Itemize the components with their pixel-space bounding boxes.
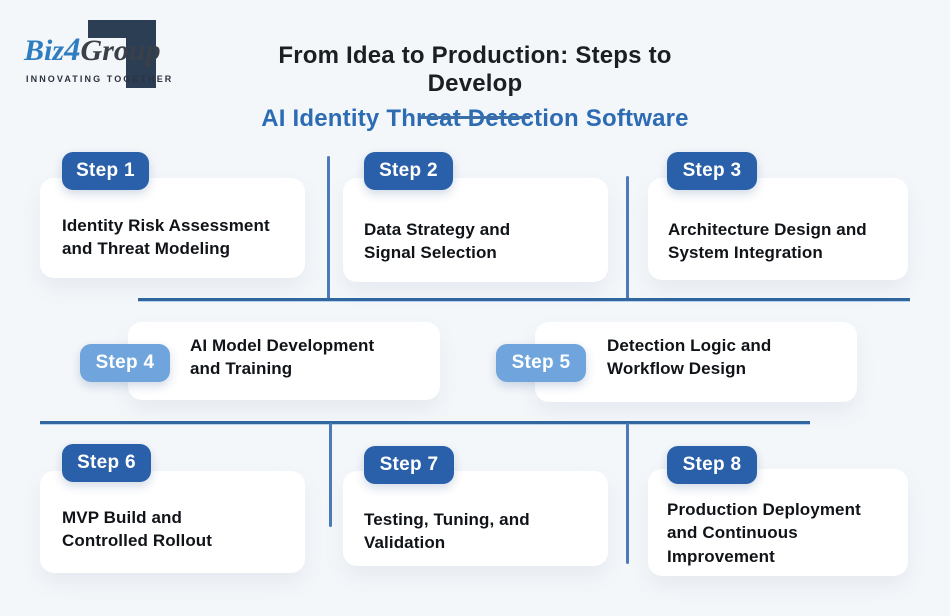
step-3-description: Architecture Design and System Integrati… — [668, 218, 867, 265]
step-7-description-line-2: Validation — [364, 533, 446, 553]
logo-word-group: Group — [80, 34, 161, 67]
step-2-description-line-1: Data Strategy and — [364, 220, 511, 239]
row-divider-1 — [138, 298, 910, 301]
step-1-description-line-2: and Threat Modeling — [62, 239, 231, 259]
step-6-description: MVP Build and Controlled Rollout — [62, 506, 212, 553]
step-7-description: Testing, Tuning, and Validation — [364, 508, 530, 555]
logo-tagline: INNOVATING TOGETHER — [26, 74, 174, 84]
column-divider-1 — [327, 156, 330, 300]
step-4-card — [128, 322, 440, 400]
step-4-badge: Step 4 — [80, 344, 170, 382]
step-2-description: Data Strategy and Signal Selection — [364, 218, 510, 265]
step-7-card — [343, 471, 608, 566]
step-4-description-line-1: AI Model Development — [190, 336, 375, 355]
biz4group-logo: Biz4Group INNOVATING TOGETHER — [0, 0, 200, 110]
step-8-description: Production Deployment and Continuous Imp… — [667, 498, 861, 568]
step-3-description-line-2: System Integration — [668, 243, 823, 263]
logo-wordmark: Biz4Group — [24, 34, 161, 67]
step-3-card — [648, 178, 908, 280]
step-6-description-line-2: Controlled Rollout — [62, 531, 213, 551]
step-8-description-line-1: Production Deployment — [667, 500, 861, 519]
title-line-2: AI Identity Threat Detection Software — [261, 105, 689, 132]
column-divider-3 — [329, 423, 332, 527]
row-divider-2 — [40, 421, 810, 424]
step-4-description-line-2: and Training — [190, 359, 293, 379]
step-6-card — [40, 471, 305, 573]
step-1-description: Identity Risk Assessment and Threat Mode… — [62, 214, 270, 261]
step-3-description-line-1: Architecture Design and — [668, 220, 867, 239]
step-2-description-line-2: Signal Selection — [364, 243, 497, 263]
step-2-card — [343, 178, 608, 282]
column-divider-2 — [626, 176, 629, 300]
logo-word-biz: Biz — [24, 34, 65, 67]
title-underline — [420, 116, 530, 119]
step-8-description-line-2: and Continuous — [667, 523, 798, 543]
step-1-description-line-1: Identity Risk Assessment — [62, 216, 270, 235]
step-8-badge: Step 8 — [667, 446, 757, 484]
logo-bracket-notch — [88, 38, 126, 88]
page-title: From Idea to Production: Steps to Develo… — [230, 42, 720, 133]
step-5-description-line-1: Detection Logic and — [607, 336, 772, 355]
step-1-card — [40, 178, 305, 278]
logo-digit-4: 4 — [64, 32, 81, 68]
step-1-badge: Step 1 — [62, 152, 149, 190]
step-6-badge: Step 6 — [62, 444, 151, 482]
step-7-description-line-1: Testing, Tuning, and — [364, 510, 530, 529]
column-divider-4 — [626, 423, 629, 564]
step-7-badge: Step 7 — [364, 446, 454, 484]
step-3-badge: Step 3 — [667, 152, 757, 190]
step-5-badge: Step 5 — [496, 344, 586, 382]
step-5-card — [535, 322, 857, 402]
step-8-description-line-3: Improvement — [667, 546, 775, 566]
step-5-description-line-2: Workflow Design — [607, 359, 747, 379]
step-4-description: AI Model Development and Training — [190, 334, 374, 381]
step-6-description-line-1: MVP Build and — [62, 508, 182, 527]
step-5-description: Detection Logic and Workflow Design — [607, 334, 771, 381]
title-line-1: From Idea to Production: Steps to Develo… — [278, 42, 672, 97]
step-2-badge: Step 2 — [364, 152, 453, 190]
step-8-card — [648, 469, 908, 576]
